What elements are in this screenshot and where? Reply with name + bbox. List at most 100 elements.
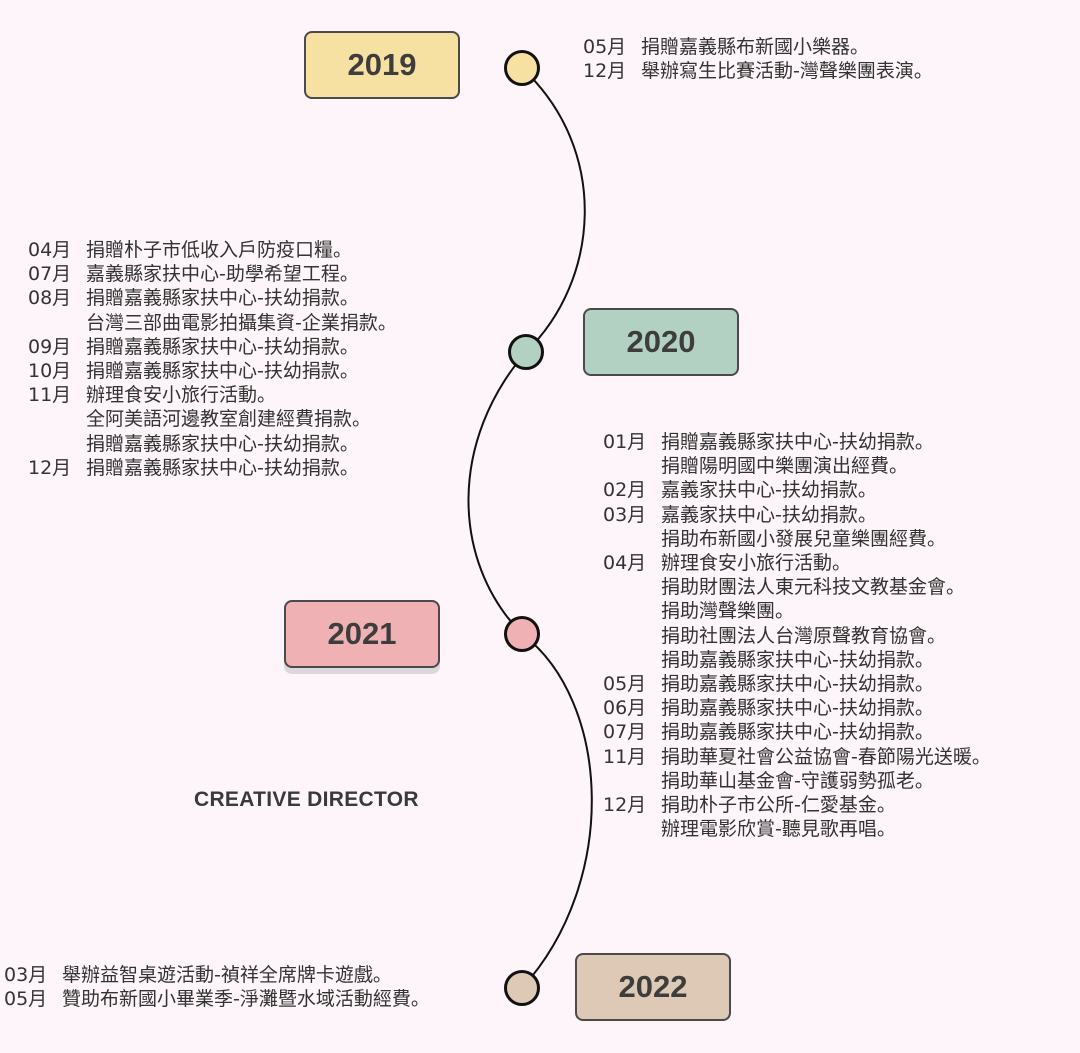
event-text: 捐贈嘉義縣家扶中心-扶幼捐款。 [86,432,359,455]
event-text: 贊助布新國小畢業季-淨灘暨水域活動經費。 [62,988,430,1011]
year-box-2020: 2020 [583,308,739,376]
event-text: 捐助嘉義縣家扶中心-扶幼捐款。 [661,721,934,744]
event-row: 01月捐贈嘉義縣家扶中心-扶幼捐款。 [603,430,991,454]
event-month [603,527,661,551]
event-text: 捐贈嘉義縣家扶中心-扶幼捐款。 [661,431,934,453]
event-month: 11月 [603,745,647,768]
events-2022: 03月舉辦益智桌遊活動-禎祥全席牌卡遊戲。05月贊助布新國小畢業季-淨灘暨水域活… [4,963,430,1011]
event-row: 06月捐助嘉義縣家扶中心-扶幼捐款。 [603,696,991,720]
event-month [603,575,661,599]
event-text: 嘉義家扶中心-扶幼捐款。 [661,503,877,526]
event-text: 捐贈嘉義縣家扶中心-扶幼捐款。 [86,360,359,383]
event-row: 捐贈嘉義縣家扶中心-扶幼捐款。 [28,432,397,456]
event-text: 捐助華山基金會-守護弱勢孤老。 [661,769,934,792]
event-text: 捐助華夏社會公益協會-春節陽光送暖。 [661,745,991,768]
event-month: 01月 [603,431,647,453]
year-box-2022: 2022 [575,953,731,1021]
event-text: 捐助朴子市公所-仁愛基金。 [661,794,896,817]
event-text: 捐助嘉義縣家扶中心-扶幼捐款。 [661,673,934,696]
event-row: 捐助布新國小發展兒童樂團經費。 [603,527,991,551]
event-row: 02月嘉義家扶中心-扶幼捐款。 [603,478,991,502]
event-month: 03月 [603,503,647,526]
event-month: 07月 [603,721,647,744]
event-month [28,311,86,335]
creative-director-label: CREATIVE DIRECTOR [194,788,419,811]
event-month [603,599,661,623]
event-month [603,648,661,672]
event-text: 捐贈陽明國中樂團演出經費。 [661,455,909,478]
event-row: 10月捐贈嘉義縣家扶中心-扶幼捐款。 [28,359,397,383]
event-row: 辦理電影欣賞-聽見歌再唱。 [603,817,991,841]
event-text: 辦理食安小旅行活動。 [86,384,277,407]
event-month: 04月 [603,552,647,575]
event-text: 捐贈嘉義縣家扶中心-扶幼捐款。 [86,456,359,479]
event-text: 辦理電影欣賞-聽見歌再唱。 [661,818,896,841]
year-box-2021: 2021 [284,600,440,668]
event-row: 台灣三部曲電影拍攝集資-企業捐款。 [28,311,397,335]
event-row: 04月辦理食安小旅行活動。 [603,551,991,575]
event-month: 12月 [28,456,72,479]
event-row: 11月辦理食安小旅行活動。 [28,383,397,407]
event-row: 捐助財團法人東元科技文教基金會。 [603,575,991,599]
timeline-node-2021 [504,616,540,652]
event-month: 08月 [28,287,72,310]
event-month: 03月 [4,964,48,986]
timeline-connector [467,67,593,989]
event-text: 捐贈嘉義縣家扶中心-扶幼捐款。 [86,335,359,358]
event-row: 05月捐助嘉義縣家扶中心-扶幼捐款。 [603,672,991,696]
events-2021: 01月捐贈嘉義縣家扶中心-扶幼捐款。捐贈陽明國中樂團演出經費。02月嘉義家扶中心… [603,430,991,841]
event-row: 03月嘉義家扶中心-扶幼捐款。 [603,503,991,527]
event-text: 捐助灣聲樂團。 [661,600,795,623]
event-text: 台灣三部曲電影拍攝集資-企業捐款。 [86,311,397,334]
event-row: 03月舉辦益智桌遊活動-禎祥全席牌卡遊戲。 [4,963,430,987]
event-row: 07月捐助嘉義縣家扶中心-扶幼捐款。 [603,720,991,744]
event-row: 12月舉辦寫生比賽活動-灣聲樂團表演。 [583,59,933,83]
timeline-node-2020 [508,334,544,370]
event-text: 舉辦寫生比賽活動-灣聲樂團表演。 [641,60,933,83]
event-text: 全阿美語河邊教室創建經費捐款。 [86,408,372,431]
event-row: 捐助灣聲樂團。 [603,599,991,623]
event-text: 捐贈嘉義縣家扶中心-扶幼捐款。 [86,287,359,310]
event-month [28,407,86,431]
event-text: 捐助財團法人東元科技文教基金會。 [661,576,966,599]
event-month: 12月 [603,794,647,817]
event-text: 嘉義縣家扶中心-助學希望工程。 [86,263,359,286]
event-row: 09月捐贈嘉義縣家扶中心-扶幼捐款。 [28,335,397,359]
event-month: 05月 [583,36,627,58]
event-month: 05月 [4,988,48,1011]
event-row: 捐助華山基金會-守護弱勢孤老。 [603,769,991,793]
event-row: 捐助社團法人台灣原聲教育協會。 [603,624,991,648]
event-row: 05月捐贈嘉義縣布新國小樂器。 [583,35,933,59]
event-month: 04月 [28,239,72,261]
event-row: 捐贈陽明國中樂團演出經費。 [603,454,991,478]
event-row: 12月捐贈嘉義縣家扶中心-扶幼捐款。 [28,456,397,480]
event-text: 捐贈朴子市低收入戶防疫口糧。 [86,239,353,261]
event-text: 捐助社團法人台灣原聲教育協會。 [661,624,947,647]
event-month [28,432,86,456]
year-box-2019: 2019 [304,31,460,99]
event-text: 捐贈嘉義縣布新國小樂器。 [641,36,870,58]
event-month [603,769,661,793]
event-month: 07月 [28,263,72,286]
event-month: 06月 [603,697,647,720]
event-row: 04月捐贈朴子市低收入戶防疫口糧。 [28,238,397,262]
event-month: 02月 [603,479,647,502]
event-month: 09月 [28,335,72,358]
event-text: 捐助嘉義縣家扶中心-扶幼捐款。 [661,648,934,671]
event-month [603,454,661,478]
event-month [603,624,661,648]
event-row: 08月捐贈嘉義縣家扶中心-扶幼捐款。 [28,286,397,310]
event-row: 全阿美語河邊教室創建經費捐款。 [28,407,397,431]
event-month [603,817,661,841]
event-month: 10月 [28,360,72,383]
event-text: 捐助布新國小發展兒童樂團經費。 [661,527,947,550]
event-text: 舉辦益智桌遊活動-禎祥全席牌卡遊戲。 [62,964,392,986]
timeline-node-2022 [504,970,540,1006]
event-text: 捐助嘉義縣家扶中心-扶幼捐款。 [661,697,934,720]
event-row: 捐助嘉義縣家扶中心-扶幼捐款。 [603,648,991,672]
event-month: 12月 [583,60,627,83]
event-month: 11月 [28,384,72,407]
events-2020: 04月捐贈朴子市低收入戶防疫口糧。07月嘉義縣家扶中心-助學希望工程。08月捐贈… [28,238,397,480]
event-text: 嘉義家扶中心-扶幼捐款。 [661,479,877,502]
